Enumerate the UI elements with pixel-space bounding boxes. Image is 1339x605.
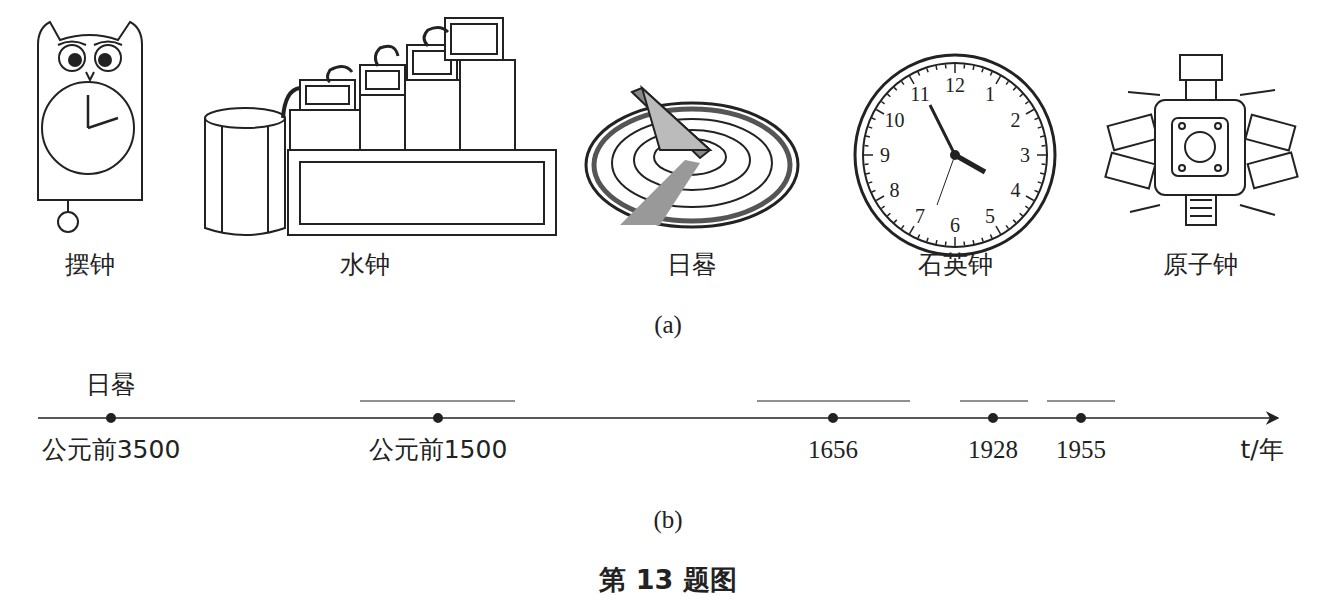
timeline-entry: 日晷 (86, 371, 136, 399)
axis-label: t/年 (1240, 436, 1283, 464)
clock-numeral: 1 (985, 83, 995, 105)
panel-label: (b) (653, 506, 682, 534)
clock-numeral: 10 (884, 109, 904, 131)
clock-numeral: 12 (945, 74, 965, 96)
timeline-date: 公元前3500 (42, 436, 181, 464)
clock-numeral: 3 (1020, 144, 1030, 166)
clock-numeral: 8 (889, 179, 899, 201)
pendulum-clock (38, 22, 142, 232)
part-name: 水钟 (340, 251, 390, 279)
timeline-date: 1656 (808, 436, 858, 464)
sundial (586, 88, 798, 227)
timeline-date: 1928 (968, 436, 1018, 464)
panel-label: (a) (654, 311, 682, 339)
timeline-date: 公元前1500 (369, 436, 508, 464)
water-clock (205, 18, 556, 235)
clock-numeral: 7 (915, 205, 925, 227)
clock-numeral: 2 (1011, 109, 1021, 131)
clock-numeral: 11 (910, 83, 929, 105)
clock-numeral: 6 (950, 214, 960, 236)
part-name: 原子钟 (1163, 251, 1238, 279)
atomic-clock (1105, 55, 1297, 225)
part-name: 摆钟 (65, 251, 115, 279)
timeline (38, 401, 1278, 422)
timeline-date: 1955 (1056, 436, 1106, 464)
quartz-clock (855, 55, 1055, 255)
clock-numeral: 4 (1011, 179, 1021, 201)
clock-numeral: 9 (880, 144, 890, 166)
part-name: 石英钟 (918, 251, 993, 279)
clock-numeral: 5 (985, 205, 995, 227)
part-name: 日晷 (667, 251, 717, 279)
figure-caption: 第 13 题图 (599, 565, 736, 595)
